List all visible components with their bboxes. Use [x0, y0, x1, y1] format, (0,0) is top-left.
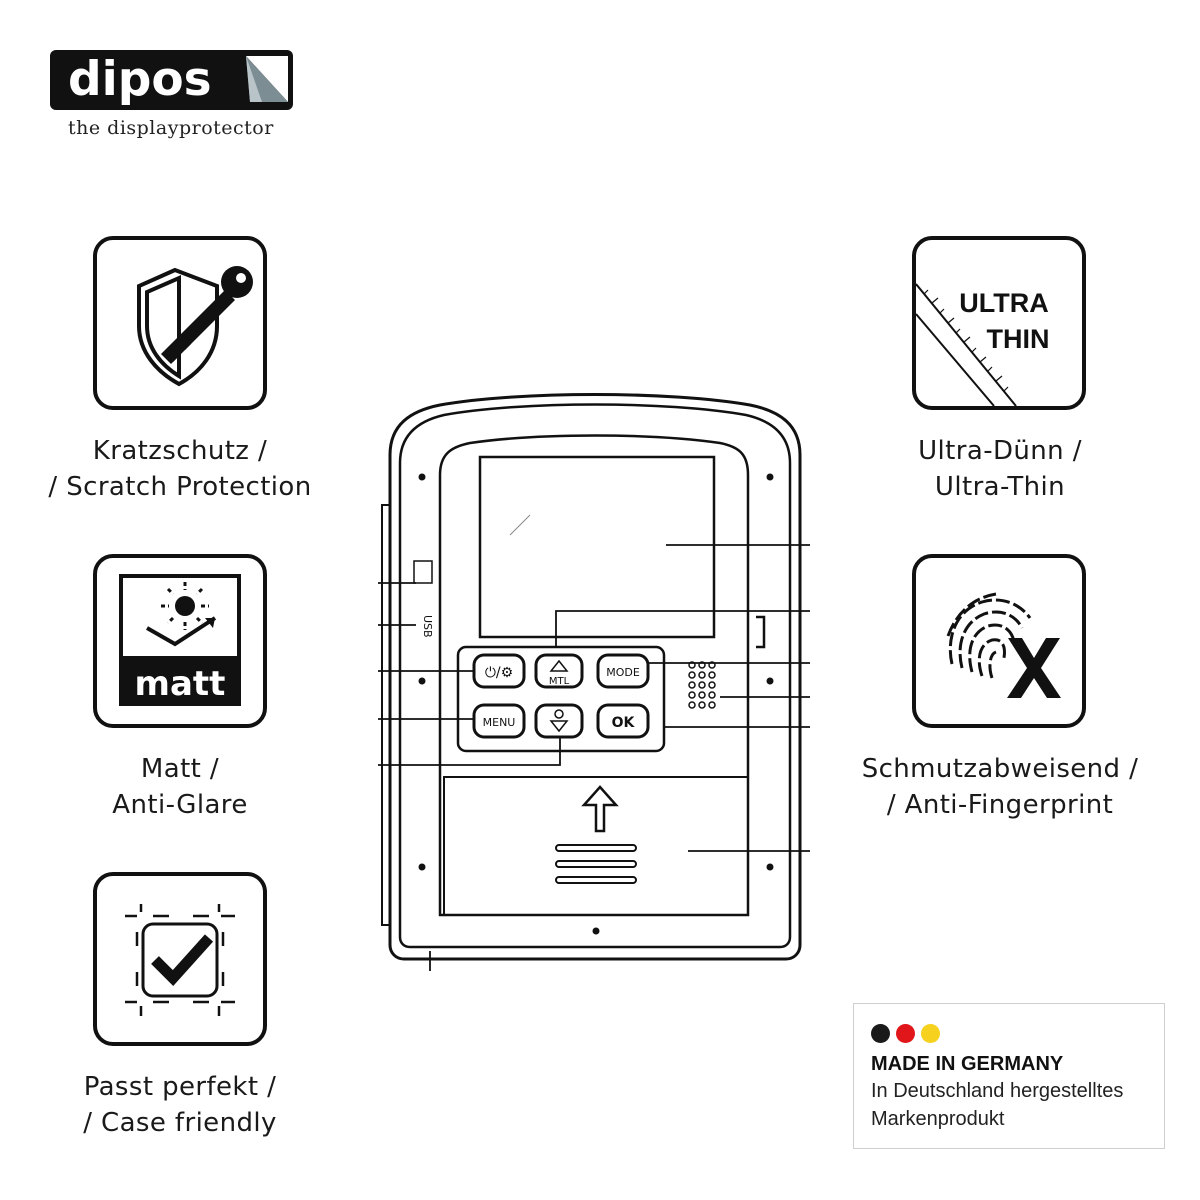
thin-label: THIN: [987, 324, 1050, 354]
made-in-germany-line-2: Markenprodukt: [871, 1108, 1005, 1130]
flag-dot-black: [871, 1024, 890, 1043]
shield-key-icon: [137, 266, 253, 387]
usb-port-label: USB: [421, 615, 434, 638]
mode-button: MODE: [596, 653, 650, 689]
power-button: ⏻/⚙: [472, 653, 526, 689]
anti-fingerprint-tile: [912, 554, 1086, 728]
brand-tagline: the displayprotector: [68, 117, 274, 139]
caption-line-2: / Scratch Protection: [48, 472, 312, 502]
ultra-thin-tile: ULTRA THIN: [912, 236, 1086, 410]
caption-line-1: Passt perfekt /: [83, 1072, 277, 1102]
sun-matte-icon: matt: [119, 574, 241, 706]
brand-logo: dipos: [50, 50, 293, 110]
power-button-label: ⏻/⚙: [485, 665, 513, 681]
checkmark-frame-icon: [125, 904, 235, 1016]
down-button: [534, 703, 584, 739]
made-in-germany-title: MADE IN GERMANY: [871, 1053, 1064, 1075]
scratch-protection-tile: [93, 236, 267, 410]
matte-label: matt: [135, 664, 226, 704]
caption-line-2: / Anti-Fingerprint: [886, 790, 1114, 820]
ok-button: OK: [596, 703, 650, 739]
mode-button-label: MODE: [606, 666, 640, 679]
scratch-protection-caption: Kratzschutz / / Scratch Protection: [20, 433, 340, 505]
ultra-label: ULTRA: [959, 288, 1048, 318]
fingerprint-x-icon: [946, 592, 1061, 698]
made-in-germany-box: MADE IN GERMANY In Deutschland hergestel…: [853, 1003, 1165, 1149]
ok-button-label: OK: [612, 715, 636, 731]
anti-fingerprint-caption: Schmutzabweisend / / Anti-Fingerprint: [840, 751, 1160, 823]
made-in-germany-line-1: In Deutschland hergestelltes: [871, 1080, 1124, 1102]
caption-line-2: Ultra-Thin: [934, 472, 1066, 502]
caption-line-1: Matt /: [140, 754, 220, 784]
caption-line-2: Anti-Glare: [112, 790, 248, 820]
mtl-button: MTL: [534, 653, 584, 689]
mtl-button-label: MTL: [549, 676, 570, 687]
anti-glare-tile: matt: [93, 554, 267, 728]
caption-line-1: Kratzschutz /: [92, 436, 268, 466]
menu-button: MENU: [472, 703, 526, 739]
flag-dot-yellow: [921, 1024, 940, 1043]
anti-glare-caption: Matt / Anti-Glare: [20, 751, 340, 823]
trail-camera-icon: USB ⏻/⚙ MTL MODE MENU OK: [378, 393, 810, 971]
case-friendly-caption: Passt perfekt / / Case friendly: [20, 1069, 340, 1141]
brand-name: dipos: [68, 52, 212, 107]
flag-dot-red: [896, 1024, 915, 1043]
caption-line-2: / Case friendly: [83, 1108, 277, 1138]
ultra-thin-caption: Ultra-Dünn / Ultra-Thin: [840, 433, 1160, 505]
caption-line-1: Schmutzabweisend /: [861, 754, 1139, 784]
ruler-icon: ULTRA THIN: [916, 283, 1050, 406]
menu-button-label: MENU: [483, 716, 516, 729]
case-friendly-tile: [93, 872, 267, 1046]
caption-line-1: Ultra-Dünn /: [918, 436, 1082, 466]
